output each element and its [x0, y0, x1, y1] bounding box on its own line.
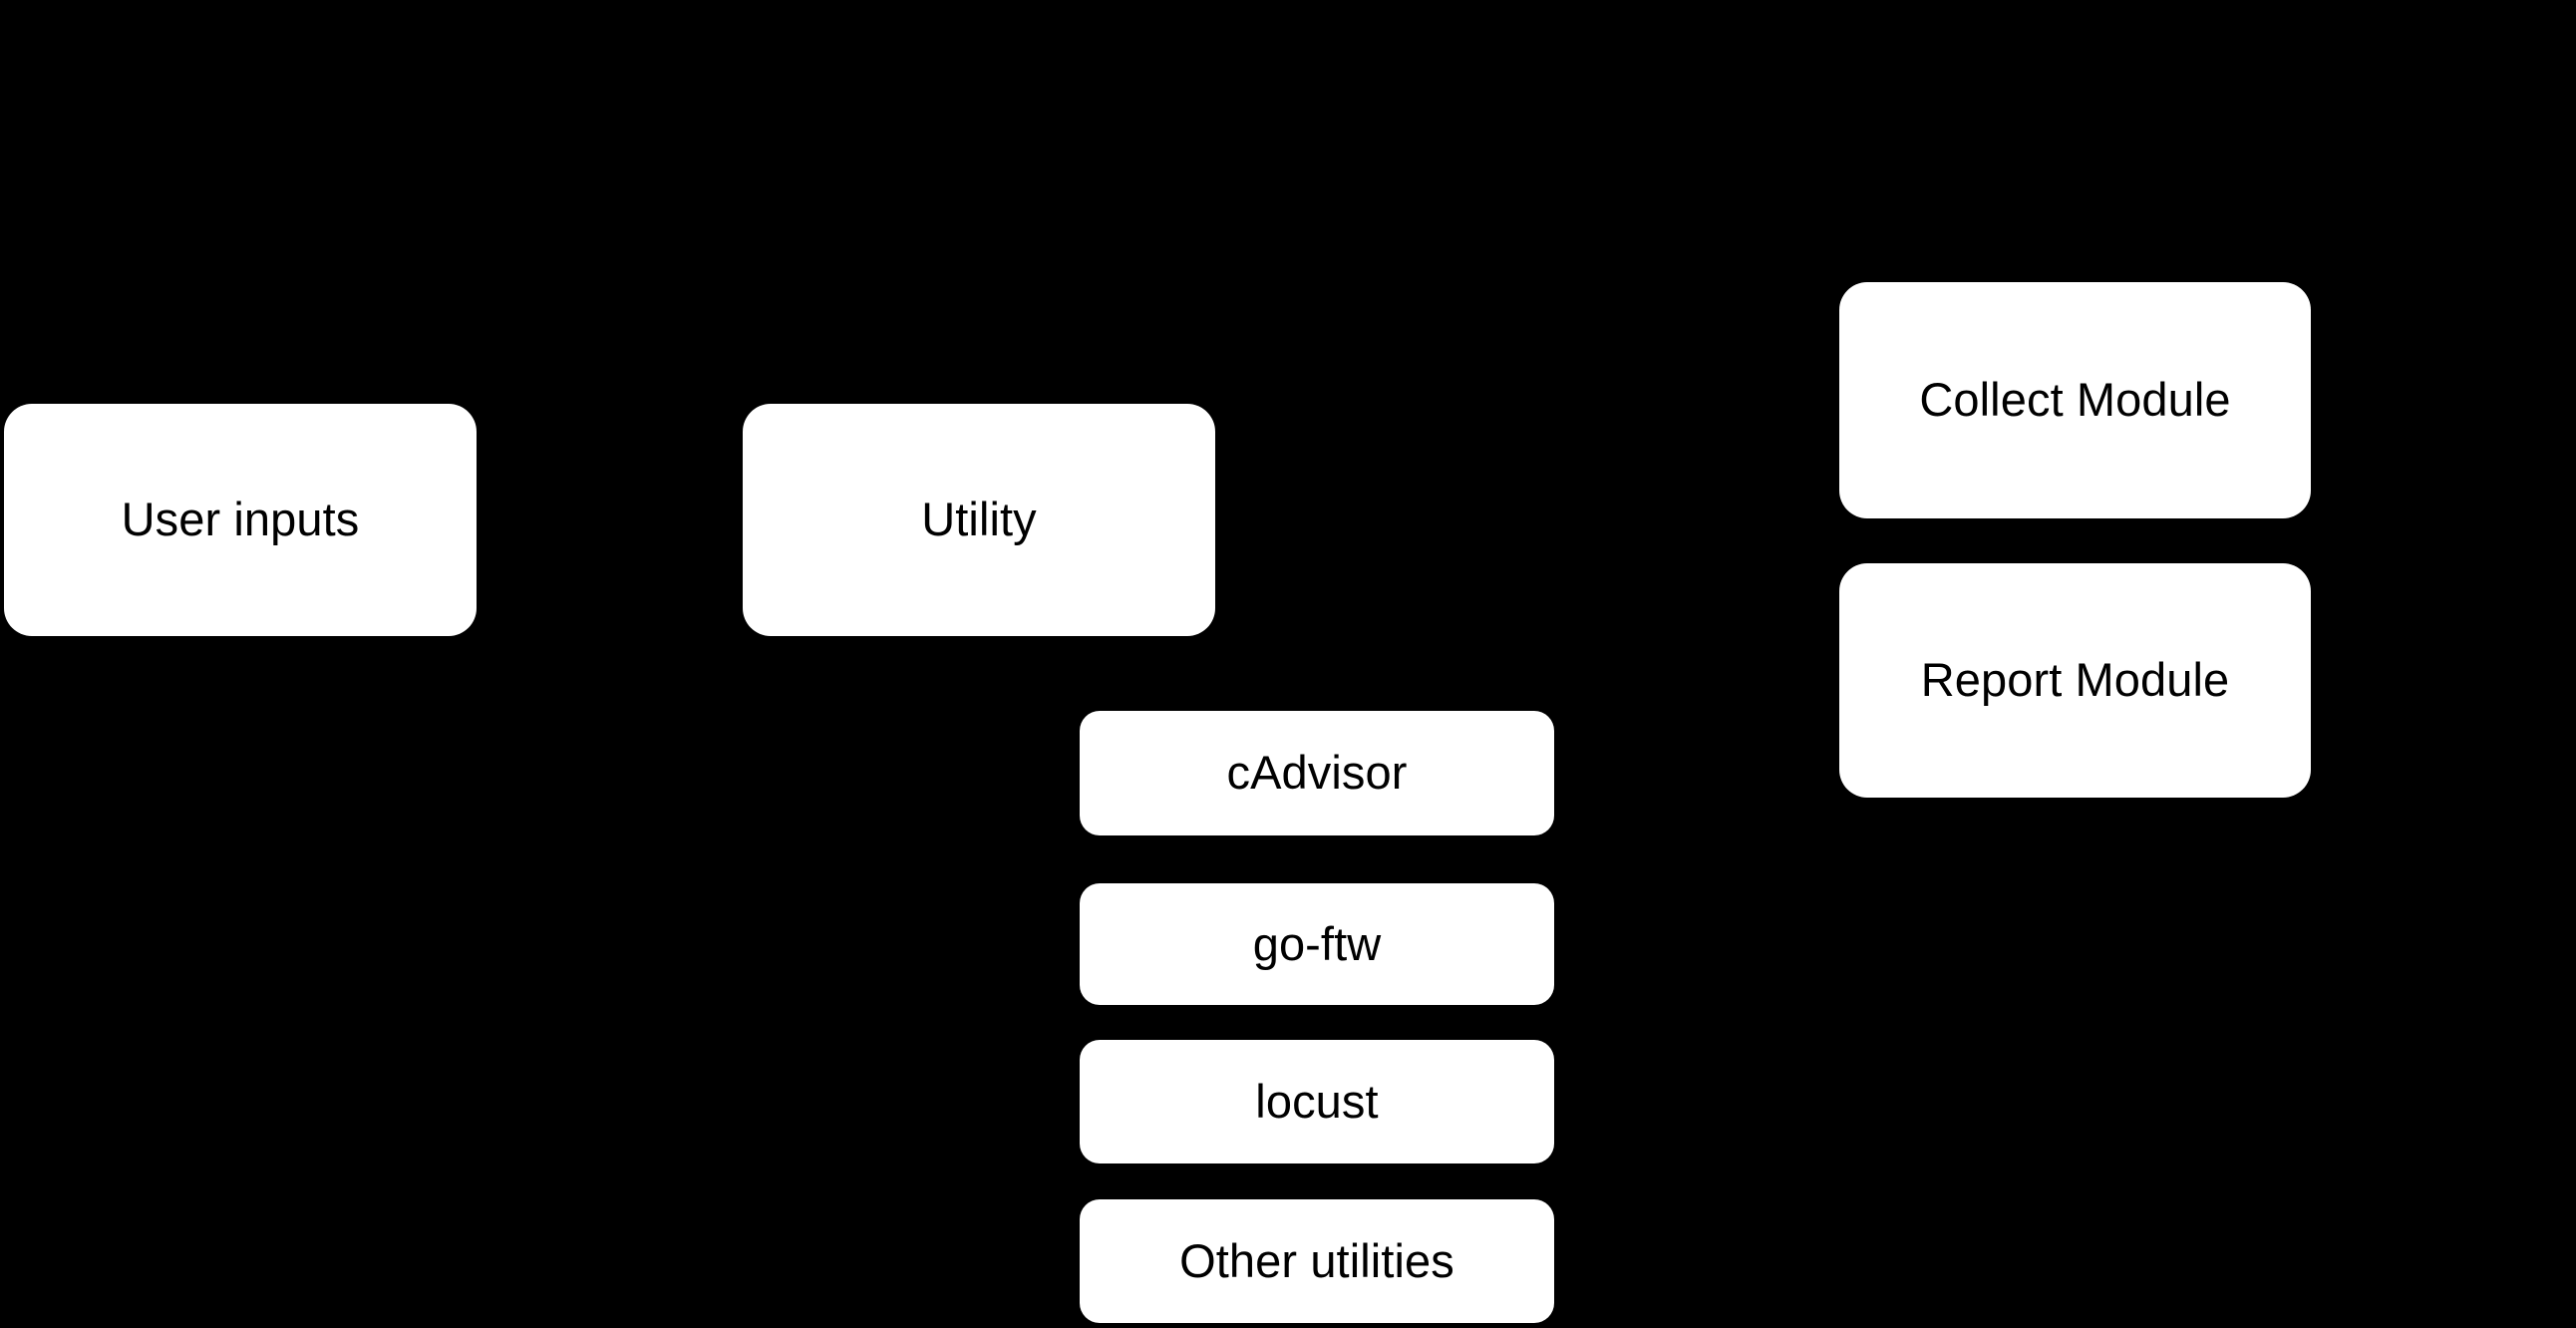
node-utility[interactable]: Utility [743, 404, 1215, 636]
node-go-ftw[interactable]: go-ftw [1080, 883, 1554, 1005]
node-user-inputs[interactable]: User inputs [4, 404, 477, 636]
node-go-ftw-label: go-ftw [1252, 916, 1382, 970]
node-collect-module[interactable]: Collect Module [1839, 282, 2311, 518]
node-user-inputs-label: User inputs [121, 493, 360, 546]
node-report-module[interactable]: Report Module [1839, 563, 2311, 798]
node-locust[interactable]: locust [1080, 1040, 1554, 1163]
node-report-module-label: Report Module [1920, 653, 2230, 707]
node-cadvisor[interactable]: cAdvisor [1080, 711, 1554, 835]
node-other-utilities[interactable]: Other utilities [1080, 1199, 1554, 1323]
node-cadvisor-label: cAdvisor [1226, 746, 1408, 800]
node-other-utilities-label: Other utilities [1179, 1233, 1454, 1287]
node-utility-label: Utility [921, 493, 1037, 546]
node-locust-label: locust [1255, 1074, 1379, 1128]
node-collect-module-label: Collect Module [1919, 373, 2231, 427]
